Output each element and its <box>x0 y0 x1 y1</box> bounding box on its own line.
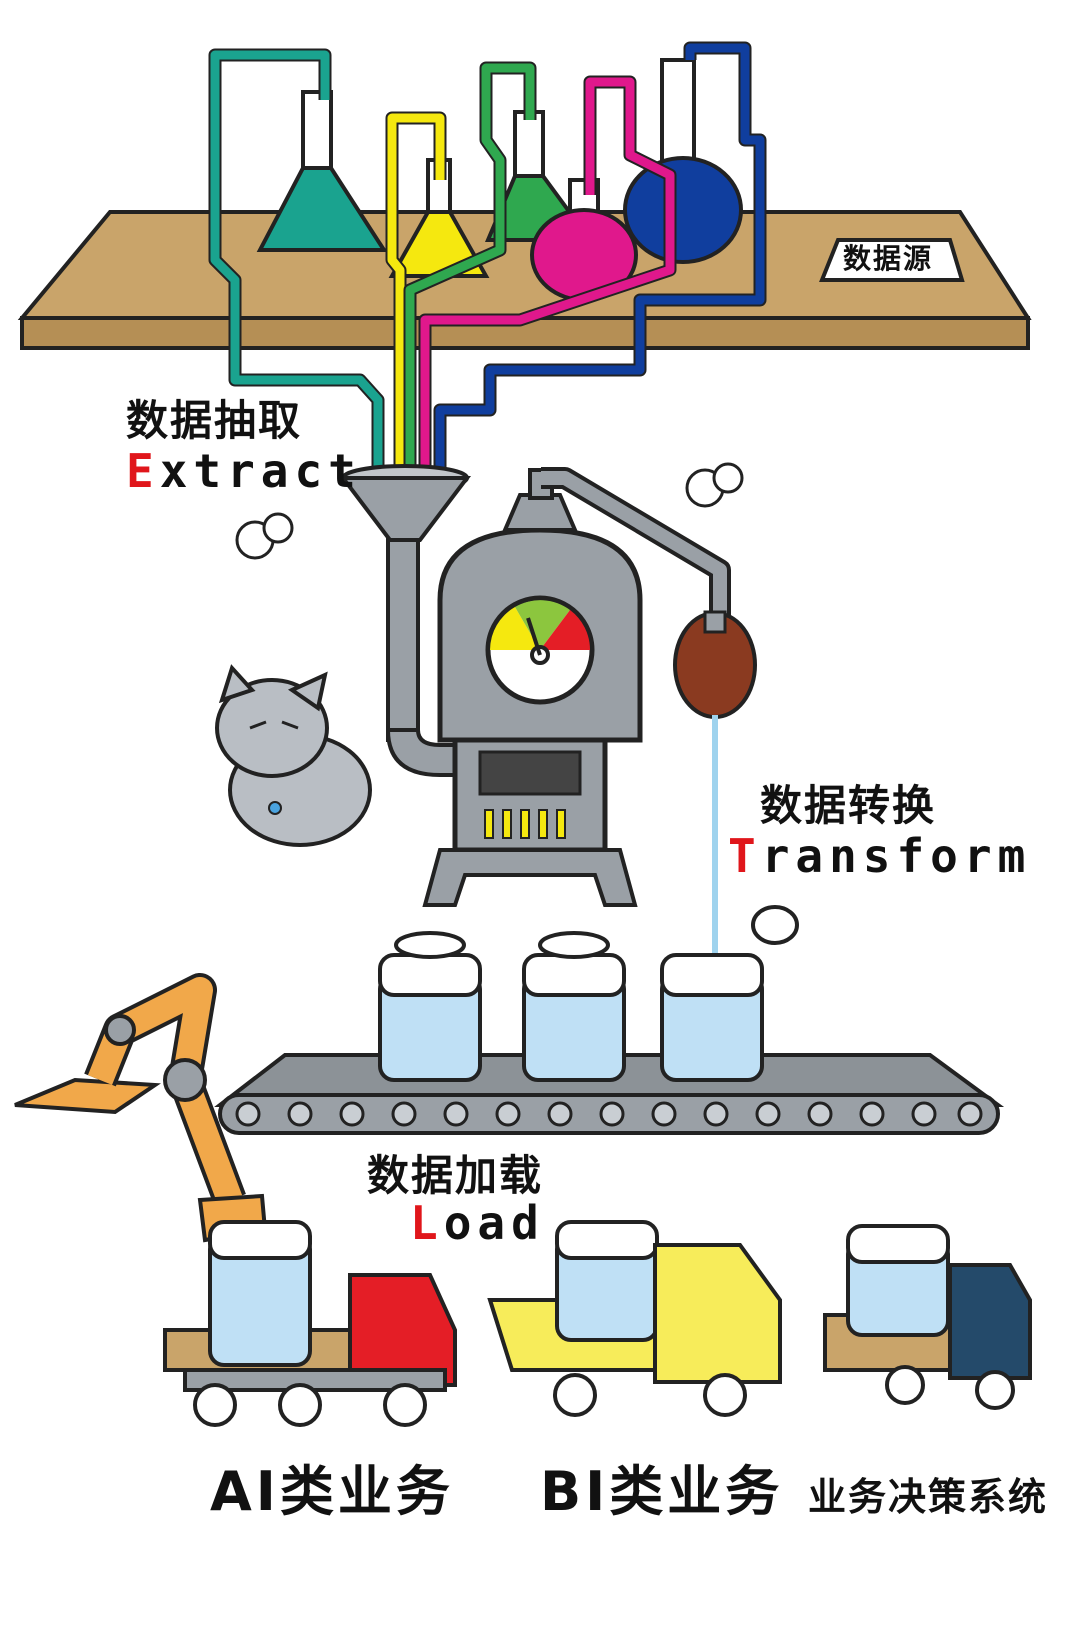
truck-decision <box>825 1226 1030 1408</box>
load-label-en-rest: oad <box>444 1196 545 1250</box>
destination-bi: BI类业务 <box>540 1465 783 1519</box>
data-jar-2 <box>524 933 624 1080</box>
conveyor-rollers <box>237 1103 981 1125</box>
extract-label-cn: 数据抽取 <box>126 400 302 442</box>
load-label-cn: 数据加载 <box>367 1155 543 1197</box>
transform-label-en-rest: ransform <box>762 829 1032 883</box>
extract-label-en-initial: E <box>126 444 160 498</box>
truck-ai <box>165 1222 455 1425</box>
still-machine <box>425 470 720 905</box>
steam-puff-right <box>687 464 742 506</box>
transform-label-cn: 数据转换 <box>760 785 936 827</box>
load-label-en: Load <box>410 1200 545 1246</box>
transform-label-en: Transform <box>728 833 1031 879</box>
destination-decision: 业务决策系统 <box>808 1478 1048 1516</box>
filter-bulb <box>675 612 755 960</box>
extract-label-en: Extract <box>126 448 362 494</box>
flask-teal <box>260 92 384 250</box>
data-jar-1 <box>380 933 480 1080</box>
transform-label-en-initial: T <box>728 829 762 883</box>
data-source-sign-label: 数据源 <box>843 245 933 273</box>
cat <box>217 668 370 845</box>
truck-bi <box>490 1222 780 1415</box>
extract-label-en-rest: xtract <box>160 444 362 498</box>
destination-ai: AI类业务 <box>210 1465 454 1519</box>
load-label-en-initial: L <box>410 1196 444 1250</box>
steam-puff-left <box>237 514 292 558</box>
